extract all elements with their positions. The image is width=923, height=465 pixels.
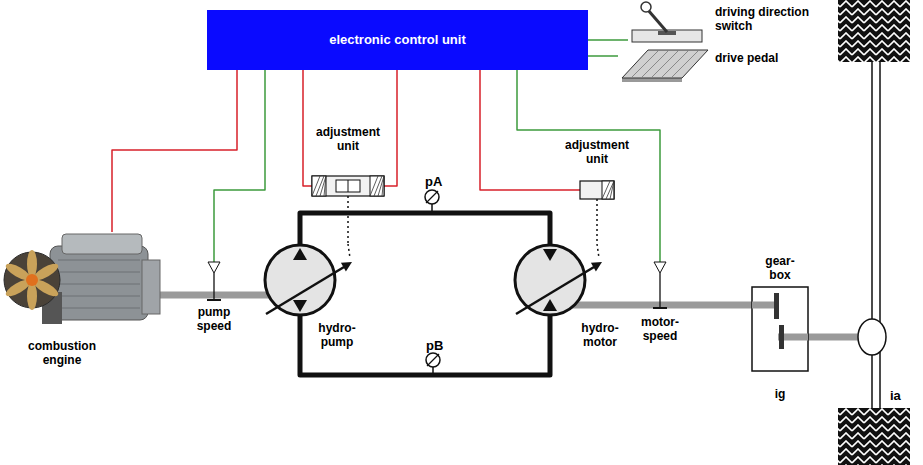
node-label: adjustment unit <box>311 126 385 154</box>
node-label: adjustment unit <box>560 139 634 167</box>
axle <box>872 60 880 410</box>
drive-shaft <box>608 302 752 309</box>
hydraulic-line <box>300 316 550 375</box>
text-slot: hydro- pump <box>314 322 360 350</box>
node-label: hydro- pump <box>314 322 360 350</box>
text-slot: ig <box>760 384 800 402</box>
speed-sensor-symbol <box>206 262 222 302</box>
output-shaft <box>808 334 862 341</box>
combustion-engine: combustion engine <box>2 232 160 334</box>
node-label: gear- box <box>760 255 800 283</box>
text-slot: drive pedal <box>715 48 825 66</box>
node-label: driving direction switch <box>715 6 827 34</box>
node-label: drive pedal <box>715 52 778 66</box>
axle-ratio-label: ia <box>890 389 901 404</box>
drive-pedal: drive pedal <box>618 44 710 84</box>
direction-switch: driving direction switch <box>628 0 710 44</box>
text-slot: adjustment unit <box>560 139 634 167</box>
hydro-pump-symbol <box>262 244 358 316</box>
control-unit-box: electronic control unit <box>207 10 588 70</box>
adjustment-valve-symbol <box>580 181 614 199</box>
label-slot: pB <box>426 336 443 354</box>
actuator-link <box>347 196 349 244</box>
hydro-motor: hydro- motor <box>512 244 608 316</box>
pressure-label: pB <box>426 339 443 354</box>
node-label: combustion engine <box>12 340 112 368</box>
pressure-label: pA <box>425 175 442 190</box>
node-label: electronic control unit <box>329 33 466 48</box>
pressure-gauge <box>425 190 439 204</box>
gauge-needle <box>427 354 439 366</box>
signal-wire <box>588 39 628 41</box>
node-label: hydro- motor <box>576 322 624 350</box>
text-slot: hydro- motor <box>576 322 624 350</box>
gearbox-symbol <box>752 287 808 371</box>
text-slot: motor- speed <box>634 316 686 344</box>
text-slot: driving direction switch <box>715 6 827 34</box>
node-label: motor- speed <box>634 316 686 344</box>
control-wire <box>112 70 237 232</box>
drive-shaft <box>160 292 262 299</box>
adjustment-valve: adjustment unit <box>580 181 614 199</box>
actuator-link <box>596 199 598 244</box>
adjustment-valve: adjustment unit <box>312 176 384 196</box>
wheel-bottom <box>838 408 910 465</box>
hydro-pump: hydro- pump <box>262 244 358 316</box>
label-slot: pA <box>425 172 442 190</box>
differential <box>858 319 886 355</box>
adjustment-valve-symbol <box>312 176 384 196</box>
text-slot: adjustment unit <box>311 126 385 154</box>
hydraulic-line <box>300 213 550 244</box>
text-slot: combustion engine <box>12 340 112 368</box>
signal-wire <box>214 70 265 262</box>
gauge-needle <box>426 191 438 203</box>
control-wire <box>303 70 312 186</box>
text-slot: pump speed <box>188 306 240 334</box>
drive-pedal-symbol <box>618 44 710 84</box>
speed-sensor: pump speed <box>206 262 222 302</box>
text-slot: gear- box <box>760 255 800 283</box>
signal-wire <box>517 70 660 262</box>
label-slot: ia <box>890 386 901 404</box>
wheel-tread <box>838 0 910 62</box>
control-wire <box>384 70 397 186</box>
wheel-tread <box>838 408 910 465</box>
node-label: ig <box>775 388 786 402</box>
gearbox: gear- boxig <box>752 287 808 371</box>
hydro-motor-symbol <box>512 244 608 316</box>
node-label: pump speed <box>188 306 240 334</box>
speed-sensor-symbol <box>652 262 668 310</box>
combustion-engine-symbol <box>2 232 160 334</box>
signal-wire <box>588 55 618 57</box>
direction-switch-symbol <box>628 0 710 44</box>
pressure-gauge <box>426 353 440 367</box>
wheel-top <box>838 0 910 62</box>
speed-sensor: motor- speed <box>652 262 668 310</box>
text-slot: electronic control unit <box>207 10 588 70</box>
